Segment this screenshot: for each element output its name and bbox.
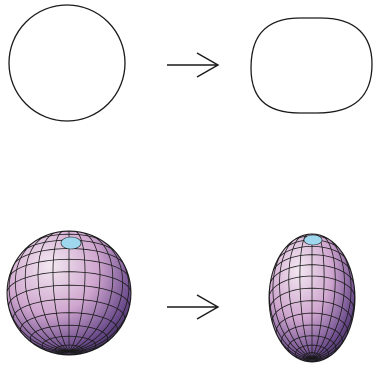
mesh-line [311, 235, 336, 359]
outline-circle [8, 4, 126, 122]
shaded-row [6, 230, 356, 363]
mesh-line [272, 246, 313, 359]
mesh-line [52, 231, 70, 352]
mesh-line [24, 233, 70, 352]
mesh-line [68, 231, 86, 352]
mesh-line [68, 239, 124, 352]
shaded-ellipsoid [268, 233, 356, 363]
mesh-line [14, 239, 70, 352]
mesh-line [279, 238, 313, 359]
mesh-line [288, 235, 313, 359]
outline-rounded-ellipse [250, 17, 373, 114]
ellipsoid-cap [303, 234, 323, 246]
shaded-sphere [6, 230, 132, 356]
mesh-line [68, 233, 114, 352]
right-arrow-icon [167, 52, 220, 78]
right-arrow-icon [167, 294, 220, 320]
outline-row [8, 4, 373, 122]
mesh-line [8, 252, 70, 352]
sphere-cap [60, 236, 82, 250]
mesh-line [311, 238, 345, 359]
mesh-line [311, 246, 352, 359]
mesh-line [68, 231, 101, 352]
mesh-line [37, 231, 70, 352]
mesh-line [299, 234, 313, 359]
mesh-line [68, 252, 130, 352]
